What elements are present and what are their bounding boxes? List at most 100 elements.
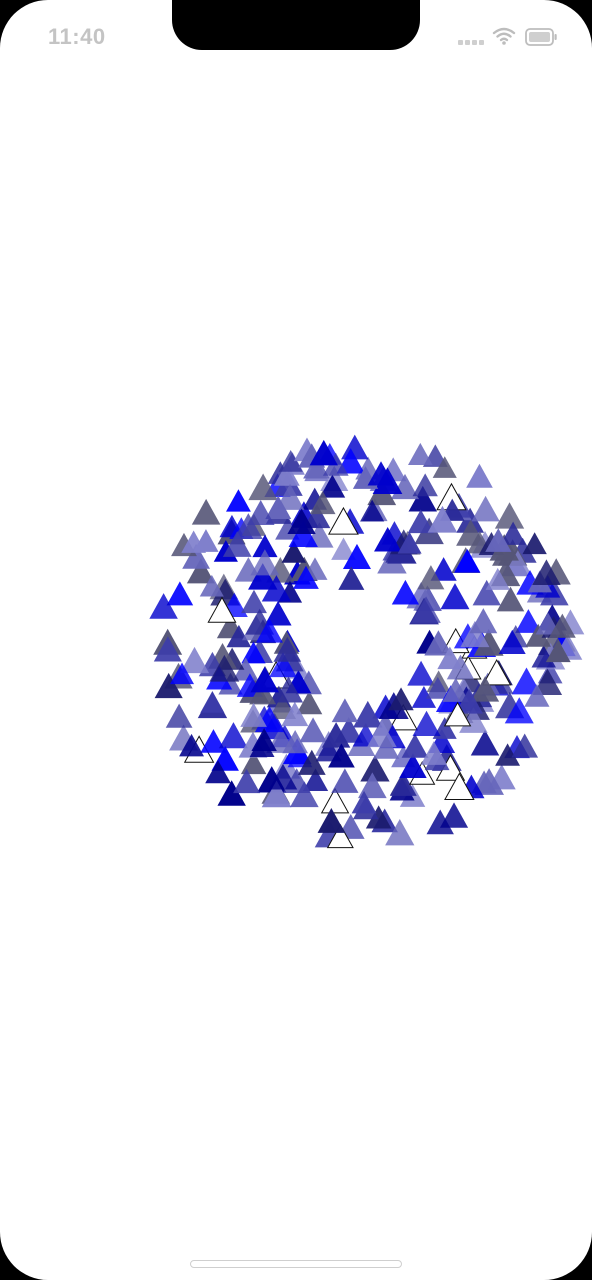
cellular-signal-icon [458, 40, 486, 46]
triangle-particle [401, 733, 429, 758]
triangle-particle [233, 768, 261, 794]
triangle-particle [439, 802, 469, 828]
triangle-particle [412, 473, 438, 497]
triangle-particle [424, 630, 453, 656]
triangle-particle [205, 760, 231, 784]
triangle-particle [234, 557, 263, 582]
triangle-particle [149, 593, 178, 619]
triangle-particle [179, 733, 205, 757]
triangle-particle [331, 698, 359, 723]
triangle-particle [413, 585, 442, 611]
triangle-particle-group [149, 434, 585, 849]
triangle-particle [309, 490, 336, 515]
triangle-particle [504, 697, 534, 724]
triangle-particle [319, 474, 346, 498]
triangle-particle [466, 463, 493, 488]
triangle-particle [249, 734, 275, 757]
triangle-particle [482, 659, 512, 686]
triangle-particle [485, 528, 512, 552]
triangle-particle [494, 502, 525, 529]
triangle-particle [412, 710, 441, 737]
triangle-particle [411, 596, 441, 623]
triangle-particle [241, 641, 266, 664]
triangle-particle [504, 550, 532, 576]
triangle-particle [233, 513, 263, 540]
triangle-particle [548, 613, 576, 638]
triangle-particle [470, 676, 500, 702]
triangle-particle [391, 579, 420, 605]
triangle-particle [397, 531, 422, 554]
triangle-particle [248, 473, 278, 501]
triangle-particle [153, 636, 182, 662]
triangle-particle [191, 498, 221, 525]
triangle-particle [241, 589, 267, 614]
triangle-particle [303, 504, 331, 529]
triangle-particle [264, 601, 292, 626]
triangle-particle [427, 505, 458, 533]
triangle-particle [473, 628, 504, 656]
triangle-particle [407, 660, 435, 686]
triangle-particle [281, 540, 307, 563]
wifi-icon [492, 27, 516, 45]
triangle-particle [532, 668, 563, 695]
triangle-particle [374, 526, 402, 552]
triangle-particle [186, 558, 215, 584]
triangle-particle [287, 508, 316, 535]
triangle-particle [426, 809, 454, 835]
triangle-particle [293, 565, 319, 589]
triangle-particle [420, 741, 448, 765]
triangle-particle [321, 722, 351, 748]
triangle-particle [207, 596, 237, 623]
triangle-particle [328, 743, 355, 768]
home-indicator[interactable] [190, 1260, 402, 1268]
triangle-particle [454, 549, 481, 573]
triangle-particle [169, 662, 195, 685]
triangle-particle [182, 543, 210, 569]
triangle-particle [240, 751, 267, 775]
triangle-particle [209, 654, 240, 682]
triangle-particle [296, 690, 323, 715]
triangle-particle [411, 685, 437, 708]
triangle-particle [268, 763, 298, 790]
triangle-particle [474, 768, 504, 795]
triangle-particle [442, 677, 470, 702]
triangle-particle [246, 500, 275, 525]
triangle-particle [545, 639, 571, 663]
triangle-particle [165, 703, 193, 728]
triangle-particle [250, 666, 280, 693]
triangle-particle [200, 691, 225, 713]
triangle-particle [407, 509, 434, 534]
triangle-particle [460, 620, 490, 648]
triangle-particle [425, 676, 450, 699]
triangle-particle [522, 532, 547, 555]
triangle-particle [437, 646, 463, 670]
triangle-particle [515, 609, 542, 633]
triangle-particle [430, 557, 457, 581]
triangle-particle [525, 623, 551, 647]
triangle-particle [496, 586, 525, 612]
triangle-particle [360, 755, 390, 782]
triangle-particle [226, 489, 251, 512]
triangle-particle [326, 823, 354, 849]
triangle-particle [408, 485, 438, 512]
triangle-particle [331, 537, 356, 560]
triangle-particle [273, 462, 300, 486]
triangle-particle [218, 722, 248, 749]
triangle-particle [417, 565, 445, 590]
triangle-particle [399, 753, 427, 778]
triangle-particle [252, 534, 278, 558]
status-time: 11:40 [48, 24, 106, 49]
triangle-particle [278, 450, 303, 472]
triangle-particle [469, 608, 498, 634]
triangle-particle [444, 772, 475, 801]
triangle-particle [532, 559, 561, 586]
triangle-particle [455, 688, 483, 714]
triangle-particle [388, 687, 414, 711]
triangle-particle [353, 700, 383, 728]
triangle-particle [341, 434, 369, 460]
triangle-particle [365, 805, 392, 829]
triangle-particle [290, 781, 319, 808]
triangle-particle [338, 566, 365, 590]
triangle-particle [248, 563, 278, 590]
